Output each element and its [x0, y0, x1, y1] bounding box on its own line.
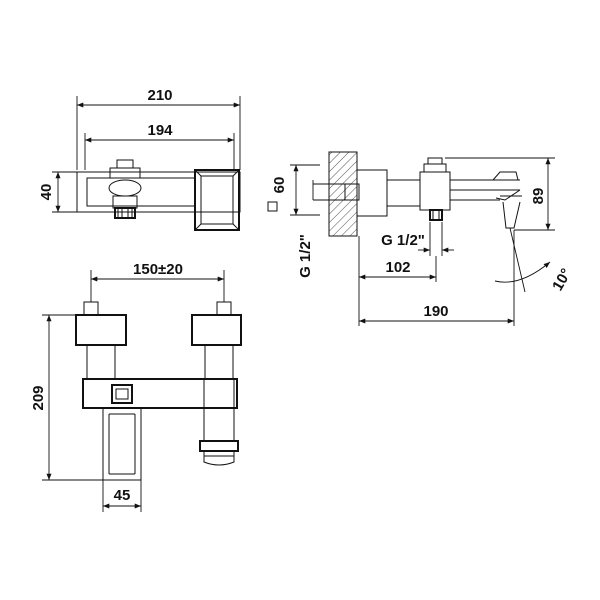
- shower-outlet-nut: [199, 440, 239, 452]
- dim-150-label: 150±20: [133, 261, 183, 278]
- top-view: 210 194 40: [38, 87, 241, 231]
- right-eccentric-flange: [191, 314, 242, 346]
- dim-40-label: 40: [38, 184, 55, 201]
- side-wall-flange: [356, 169, 388, 217]
- wall-section: [328, 151, 358, 237]
- dim-194-label: 194: [147, 122, 173, 139]
- side-body: [419, 171, 451, 211]
- front-body: [82, 378, 238, 409]
- angle-10-label: 10°: [549, 266, 575, 294]
- front-view: 150±20 209 45: [30, 261, 242, 512]
- top-spout-block: [194, 169, 240, 231]
- top-spout-inner: [200, 175, 234, 225]
- dim-102-label: 102: [385, 259, 410, 276]
- side-view: 60 G 1/2" 89: [267, 151, 575, 326]
- front-spout: [102, 407, 142, 481]
- diverter-knob: [108, 179, 142, 197]
- left-eccentric-flange: [75, 314, 127, 346]
- side-spout-outlet: [502, 201, 521, 229]
- dim-60-label: 60: [271, 177, 288, 194]
- square-symbol: [267, 201, 278, 212]
- inlet-nut: [114, 207, 136, 219]
- dim-89-label: 89: [530, 188, 547, 205]
- g-half-wall-label: G 1/2": [297, 234, 314, 278]
- side-inlet-nut: [429, 209, 443, 221]
- dim-209-label: 209: [30, 385, 47, 410]
- g-half-inlet-label: G 1/2": [381, 232, 425, 249]
- dim-45-label: 45: [114, 487, 131, 504]
- dim-190-label: 190: [423, 303, 448, 320]
- diverter-square: [111, 384, 133, 404]
- top-body-inner: [86, 177, 196, 207]
- dim-210-label: 210: [147, 87, 172, 104]
